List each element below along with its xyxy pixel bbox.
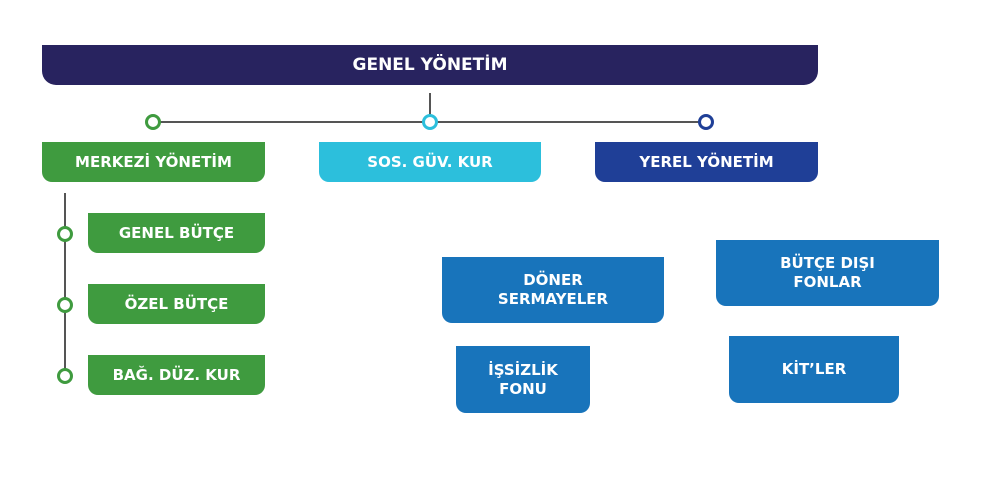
node-issizlik-fonu: İŞSİZLİK FONU — [456, 346, 590, 413]
node-doner-sermayeler: DÖNER SERMAYELER — [442, 257, 664, 323]
node-dot-yerel — [698, 114, 714, 130]
root-connector — [429, 93, 431, 117]
merkezi-connector — [64, 193, 66, 376]
node-dot-bag-duz-kur — [57, 368, 73, 384]
node-sos-guv-kur: SOS. GÜV. KUR — [319, 142, 541, 182]
root-node-genel-yonetim: GENEL YÖNETİM — [42, 45, 818, 85]
node-genel-butce: GENEL BÜTÇE — [88, 213, 265, 253]
node-kitler: KİT’LER — [729, 336, 899, 403]
node-dot-ozel-butce — [57, 297, 73, 313]
node-bag-duz-kur: BAĞ. DÜZ. KUR — [88, 355, 265, 395]
node-butce-disi-fonlar: BÜTÇE DIŞI FONLAR — [716, 240, 939, 306]
node-yerel-yonetim: YEREL YÖNETİM — [595, 142, 818, 182]
node-dot-sos — [422, 114, 438, 130]
node-dot-genel-butce — [57, 226, 73, 242]
node-merkezi-yonetim: MERKEZİ YÖNETİM — [42, 142, 265, 182]
node-dot-merkezi — [145, 114, 161, 130]
node-ozel-butce: ÖZEL BÜTÇE — [88, 284, 265, 324]
